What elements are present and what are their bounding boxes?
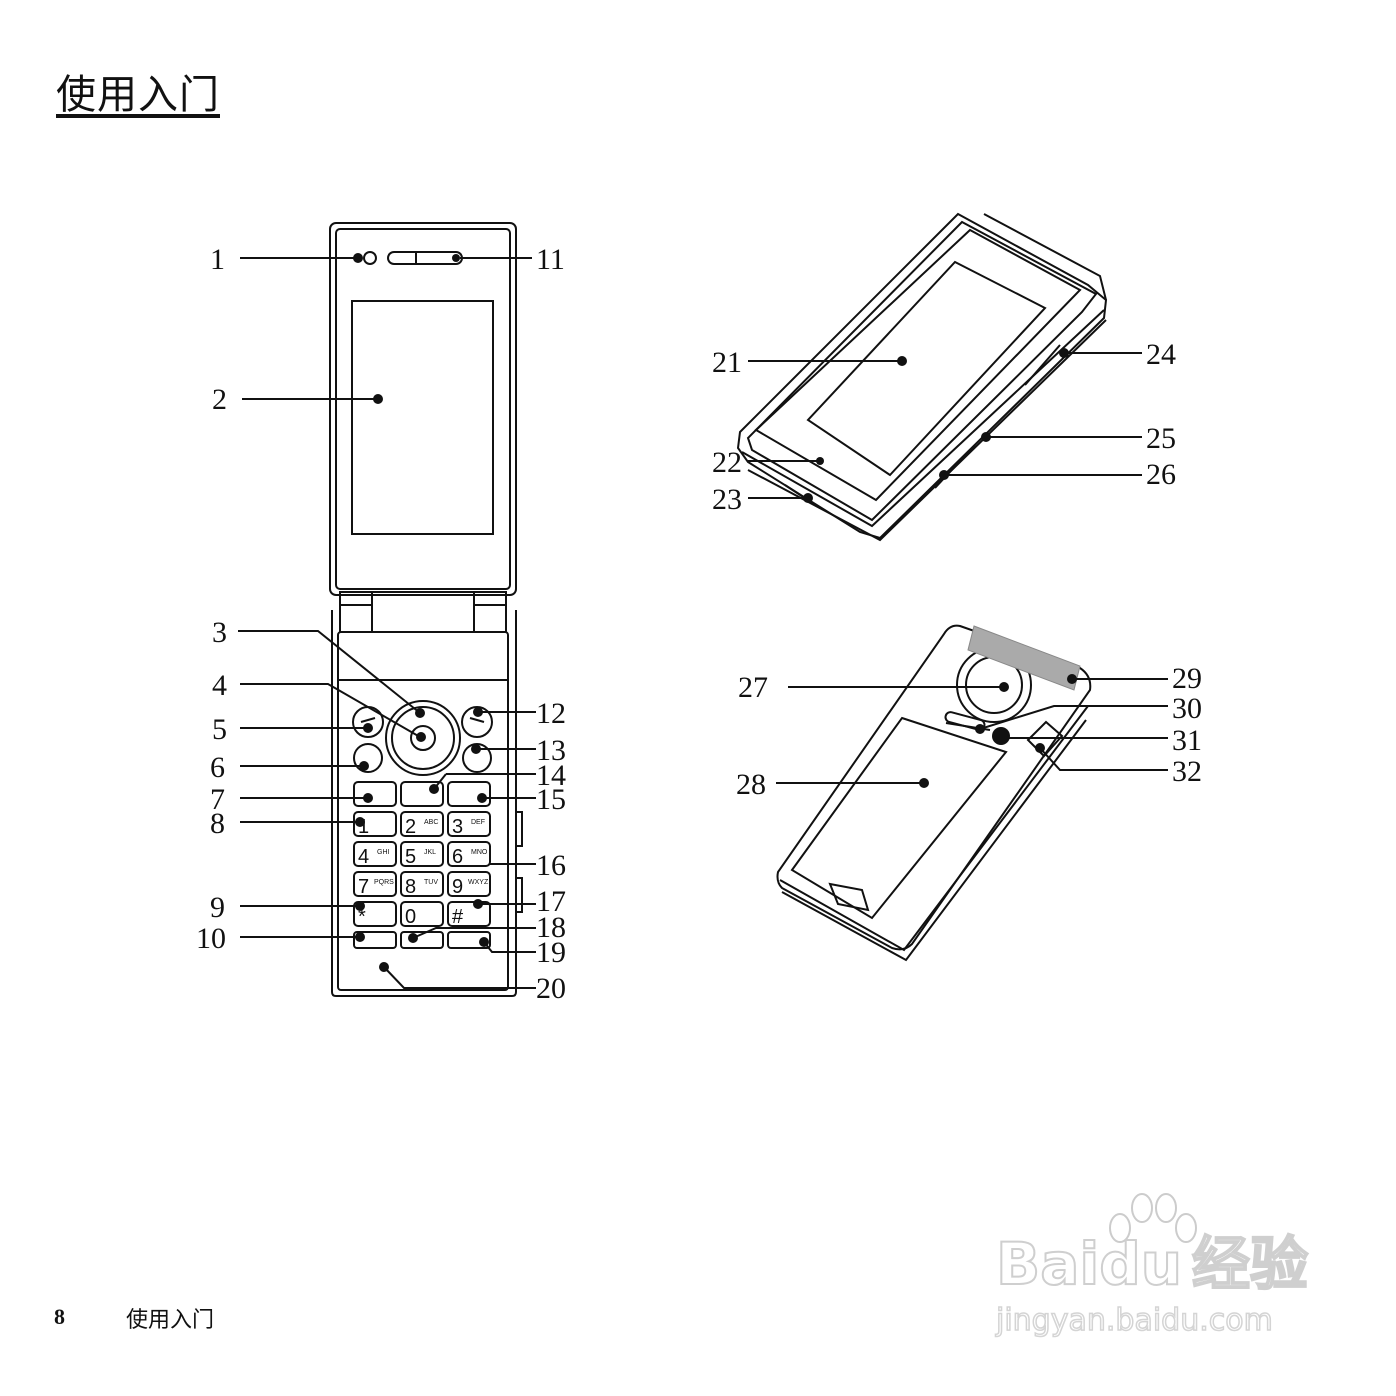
key-letters: JKL [424, 849, 436, 856]
callout-label: 14 [536, 759, 566, 792]
footer-section-title: 使用入门 [126, 1308, 215, 1333]
phone-front-illustration [329, 222, 523, 997]
key-digit: 1 [358, 816, 369, 838]
callout-label: 3 [212, 616, 227, 649]
callout-label: 15 [536, 783, 566, 816]
callout-label: 11 [536, 243, 565, 276]
callout-label: 10 [196, 922, 226, 955]
callout-label: 19 [536, 936, 566, 969]
callout-label: 2 [212, 383, 227, 416]
callout-label: 31 [1172, 724, 1202, 757]
callout-label: 8 [210, 807, 225, 840]
callout-label: 24 [1146, 338, 1176, 371]
callout-label: 1 [210, 243, 225, 276]
callout-label: 28 [736, 768, 766, 801]
baidu-watermark: Baidu 经验 jingyan.baidu.com [994, 1193, 1309, 1339]
keypad-legends: 1 2 3 4 5 6 7 8 9 * 0 # ABC DEF GHI JKL … [358, 816, 489, 928]
callout-label: 26 [1146, 458, 1176, 491]
key-digit: 6 [452, 846, 463, 868]
key-letters: WXYZ [468, 879, 489, 886]
key-digit: 5 [405, 846, 416, 868]
callout-label: 5 [212, 713, 227, 746]
callout-label: 32 [1172, 755, 1202, 788]
leader-dots [353, 253, 1077, 972]
callout-label: 27 [738, 671, 768, 704]
key-digit: 9 [452, 876, 463, 898]
callout-label: 30 [1172, 692, 1202, 725]
key-letters: ABC [424, 819, 438, 826]
watermark-brand-cn: 经验 [1192, 1230, 1308, 1298]
back-decor-strip [967, 625, 1081, 691]
key-digit: 7 [358, 876, 369, 898]
leader-lines [238, 257, 1168, 989]
callout-label: 20 [536, 972, 566, 1005]
key-letters: PQRS [374, 879, 394, 886]
page-number: 8 [54, 1304, 65, 1329]
key-letters: TUV [424, 879, 438, 886]
callout-label: 6 [210, 751, 225, 784]
callout-label: 12 [536, 697, 566, 730]
callout-label: 16 [536, 849, 566, 882]
page-title: 使用入门 [56, 72, 220, 118]
callout-labels: 1 2 3 4 5 6 7 8 9 10 11 12 13 14 15 16 1… [196, 243, 1202, 1005]
key-digit: # [452, 906, 464, 928]
callout-label: 17 [536, 885, 566, 918]
callout-label: 29 [1172, 662, 1202, 695]
key-letters: DEF [471, 819, 485, 826]
callout-label: 18 [536, 911, 566, 944]
back-sensor-dot [992, 727, 1010, 745]
key-letters: GHI [377, 849, 390, 856]
key-digit: 3 [452, 816, 463, 838]
key-digit: 8 [405, 876, 416, 898]
callout-label: 7 [210, 783, 225, 816]
watermark-brand: Baidu [996, 1230, 1182, 1298]
key-digit: 2 [405, 816, 416, 838]
key-digit: * [358, 906, 366, 928]
phone-back-illustration [776, 624, 1092, 962]
paw-logo [1109, 1193, 1197, 1243]
watermark-url: jingyan.baidu.com [995, 1303, 1273, 1338]
key-digit: 0 [405, 906, 416, 928]
callout-label: 9 [210, 891, 225, 924]
callout-label: 25 [1146, 422, 1176, 455]
callout-label: 4 [212, 669, 227, 702]
callout-label: 23 [712, 483, 742, 516]
callout-label: 13 [536, 734, 566, 767]
callout-label: 21 [712, 346, 742, 379]
callout-label: 22 [712, 446, 742, 479]
key-digit: 4 [358, 846, 369, 868]
phone-closed-front-illustration [736, 212, 1108, 542]
key-letters: MNO [471, 849, 488, 856]
